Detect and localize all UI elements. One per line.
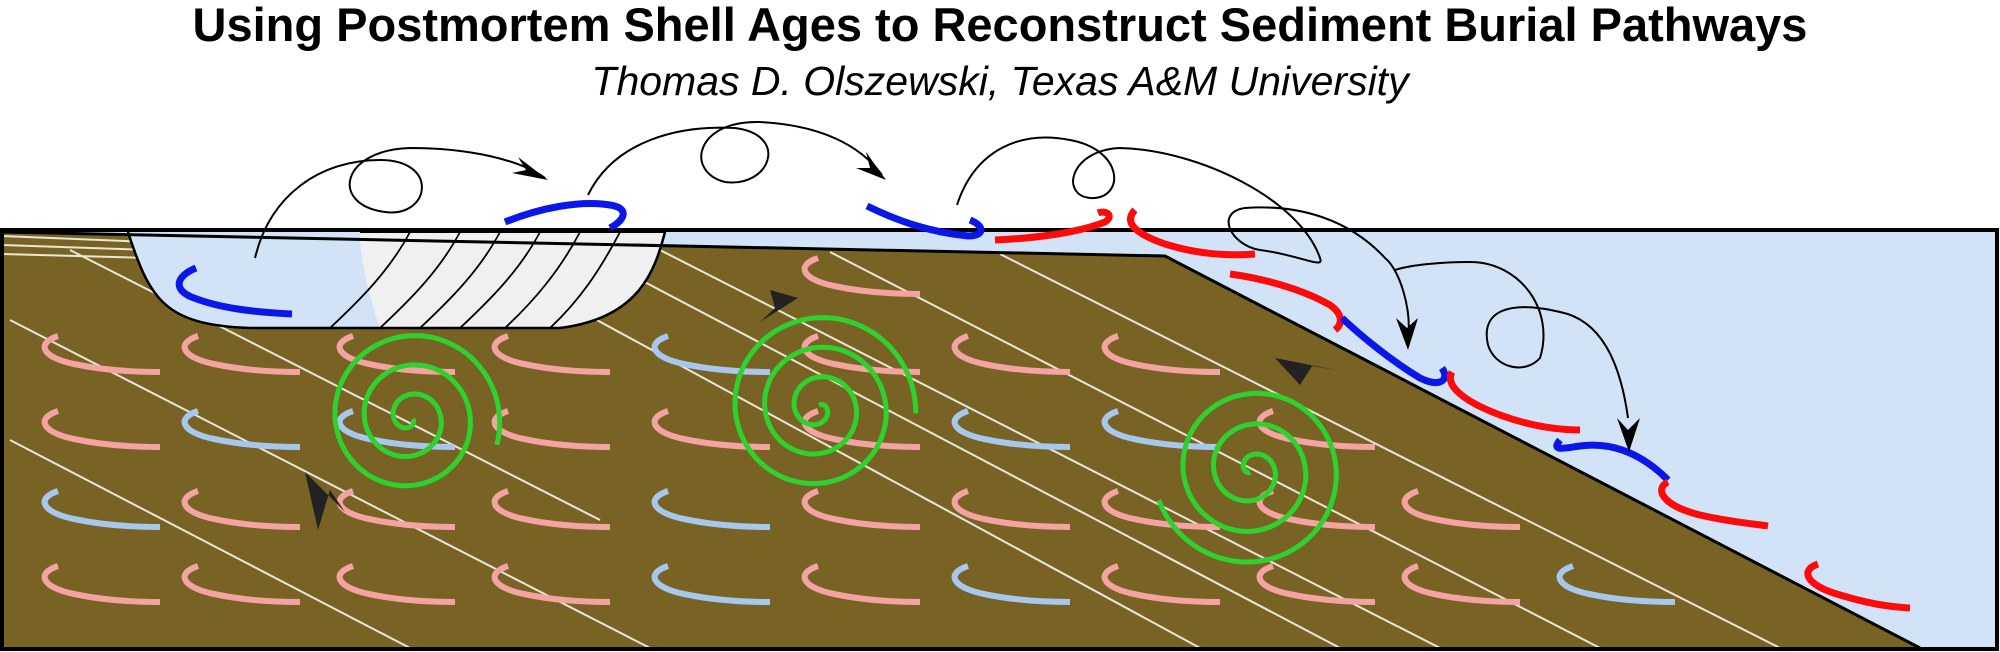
buried-shell	[1401, 563, 1521, 605]
old-shell	[1127, 207, 1256, 259]
buried-shell	[951, 333, 1071, 375]
page-title: Using Postmortem Shell Ages to Reconstru…	[192, 0, 1808, 51]
young-shell	[175, 264, 293, 318]
seafloor-surface	[1, 230, 1921, 650]
buried-shell	[1101, 563, 1221, 605]
transport-path	[1394, 260, 1629, 419]
mixing-spiral	[332, 333, 503, 489]
buried-shell	[801, 488, 921, 530]
young-shell	[1339, 315, 1449, 386]
old-shell	[1446, 370, 1581, 434]
buried-shell	[491, 408, 611, 450]
buried-shell	[1101, 333, 1221, 375]
buried-shell	[951, 408, 1071, 450]
buried-shell	[491, 563, 611, 605]
transport-path	[587, 120, 883, 196]
buried-shell	[181, 408, 301, 450]
buried-shell	[1101, 488, 1221, 530]
buried-shell	[491, 488, 611, 530]
buried-shell	[41, 408, 161, 450]
young-shell	[1553, 437, 1671, 483]
scour-burrow	[126, 231, 667, 330]
buried-shell	[336, 488, 456, 530]
buried-shell	[651, 563, 771, 605]
bioturbation-spirals	[332, 315, 1339, 565]
buried-shell	[41, 563, 161, 605]
arrowhead-icon	[512, 157, 548, 180]
old-shell	[994, 208, 1113, 244]
young-shell	[865, 202, 985, 240]
buried-shell	[181, 488, 301, 530]
arrowhead-icon	[760, 290, 798, 322]
young-shell	[503, 200, 627, 232]
buried-shell	[1556, 563, 1676, 605]
transport-path	[956, 136, 1410, 341]
old-shell	[1804, 560, 1911, 612]
buried-shell	[801, 333, 921, 375]
sediment-body	[2, 232, 1920, 648]
buried-shell	[1256, 563, 1376, 605]
buried-shell	[41, 333, 161, 375]
buried-shell	[491, 333, 611, 375]
arrowhead-icon	[856, 152, 886, 180]
arrowhead-icon	[1617, 418, 1640, 452]
diagram-frame	[0, 228, 1999, 651]
buried-shell	[951, 488, 1071, 530]
buried-shell	[41, 488, 161, 530]
buried-shell	[651, 333, 771, 375]
transport-path	[254, 146, 546, 259]
buried-shell	[181, 333, 301, 375]
surface-shells	[175, 200, 1911, 612]
author-line: Thomas D. Olszewski, Texas A&M Universit…	[591, 58, 1409, 104]
buried-shell	[1401, 488, 1521, 530]
buried-shell	[801, 563, 921, 605]
transport-paths	[254, 120, 1629, 419]
arrowhead-icon	[1275, 358, 1336, 385]
buried-shell	[801, 255, 921, 297]
transport-arrowheads	[512, 152, 1640, 452]
arrowhead-icon	[1396, 318, 1418, 350]
buried-shell	[181, 563, 301, 605]
buried-shell	[1101, 408, 1221, 450]
mixing-spiral	[1156, 390, 1339, 565]
buried-shell	[336, 333, 456, 375]
buried-shell	[336, 563, 456, 605]
old-shell	[1658, 478, 1769, 530]
buried-shell	[651, 488, 771, 530]
arrowhead-icon	[305, 472, 345, 530]
buried-shell	[951, 563, 1071, 605]
spiral-arrowheads	[305, 290, 1336, 530]
mixing-spiral	[732, 315, 919, 487]
